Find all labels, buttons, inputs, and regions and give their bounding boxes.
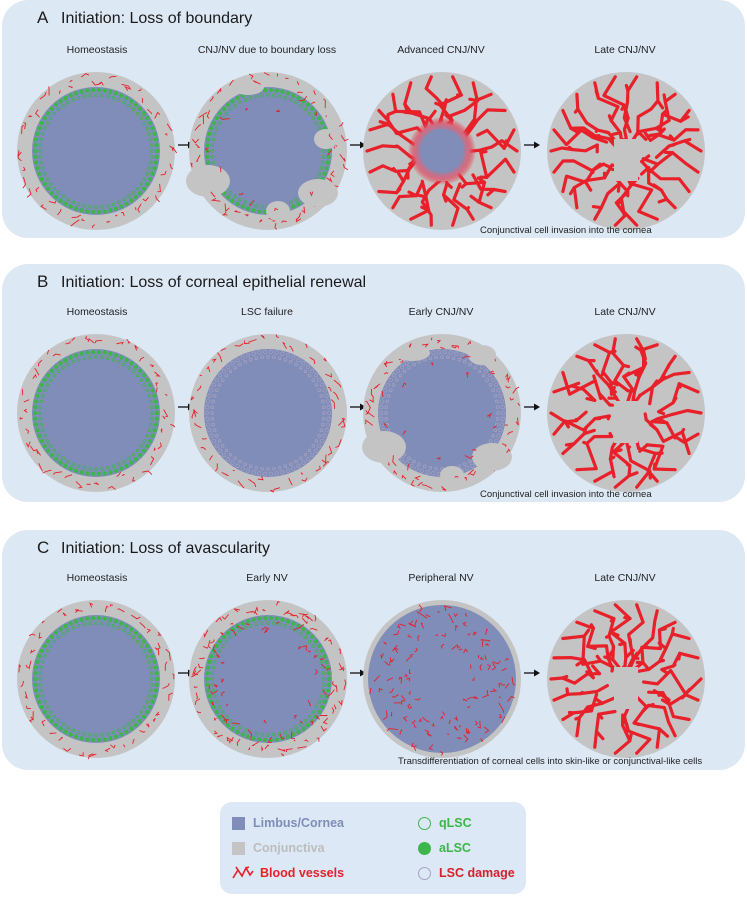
panel-c-stage-1-label: Homeostasis: [66, 572, 128, 584]
central-clear-area: [614, 667, 638, 709]
arrow-icon: [534, 403, 540, 411]
arrow-icon: [534, 669, 540, 677]
peripheral-nv-cornea: [368, 605, 516, 753]
alsc-ring: [32, 349, 160, 477]
limbus-swatch: [232, 816, 245, 830]
stage3-invading-vessels: [365, 343, 514, 481]
panel-c-stage-2-label: Early NV: [246, 572, 288, 584]
legend-alsc: aLSC: [418, 841, 471, 855]
late-vessel-network: [549, 337, 703, 489]
central-cornea: [44, 99, 148, 203]
stage2-invading-vessels: [202, 80, 333, 223]
panel-b-stage-1-label: Homeostasis: [66, 306, 128, 318]
stage2-vessels: [191, 601, 347, 757]
panel-c-stage-4-label: Late CNJ/NV: [594, 572, 656, 584]
legend-qlsc-label: qLSC: [439, 816, 472, 830]
legend-damage: LSC damage: [418, 866, 515, 880]
panel-a-heading: A Initiation: Loss of boundary: [37, 8, 252, 28]
panel-b-stage-3-label: Early CNJ/NV: [408, 306, 474, 318]
panel-b-letter: B: [37, 272, 49, 291]
alsc-icon: [418, 841, 431, 855]
lsc-damage-icon: [418, 866, 431, 880]
panel-a-stage-2-label: CNJ/NV due to boundary loss: [197, 44, 337, 56]
arrow-icon: [360, 141, 366, 149]
central-clear-area: [614, 139, 638, 181]
panel-b-stage-2-label: LSC failure: [241, 306, 293, 318]
stage3-cornea: [378, 349, 506, 477]
legend-limbus: Limbus/Cornea: [232, 816, 344, 830]
panel-c-title: Initiation: Loss of avascularity: [61, 540, 270, 557]
panel-a-stage-3-label: Advanced CNJ/NV: [397, 44, 485, 56]
qlsc-ring: [38, 621, 154, 737]
panel-c-caption: Transdifferentiation of corneal cells in…: [398, 756, 703, 767]
homeostasis-vessels: [18, 602, 175, 760]
legend-qlsc: qLSC: [418, 816, 472, 830]
arrow-icon: [360, 669, 366, 677]
late-vessel-network: [549, 75, 703, 227]
stage3-invasion: [362, 345, 512, 484]
legend-box: Limbus/Cornea Conjunctiva Blood vessels …: [220, 802, 526, 894]
panel-a-stage-4-label: Late CNJ/NV: [594, 44, 656, 56]
damaged-lsc-ring-outer: [204, 349, 332, 477]
residual-cornea: [420, 129, 464, 173]
stage2-qlsc-ring: [210, 621, 326, 737]
central-cornea: [44, 361, 148, 465]
homeostasis-vessels: [17, 73, 178, 228]
panel-a-letter: A: [37, 8, 49, 27]
panel-b-heading: B Initiation: Loss of corneal epithelial …: [37, 272, 366, 292]
legend-vessels: Blood vessels: [232, 866, 344, 880]
blood-vessel-icon: [232, 866, 254, 879]
arrow-icon: [360, 403, 366, 411]
arrow-icon: [534, 141, 540, 149]
stage2-cornea: [204, 349, 332, 477]
alsc-ring: [32, 615, 160, 743]
eye-diagrams: [17, 72, 705, 760]
legend-damage-label: LSC damage: [439, 866, 515, 880]
stage2-vessels: [190, 334, 346, 493]
panel-a-stage-1-label: Homeostasis: [66, 44, 128, 56]
central-clear-area: [614, 401, 638, 443]
panel-c-stage-3-label: Peripheral NV: [408, 572, 474, 584]
eye-scene-layer: [17, 72, 705, 760]
qlsc-ring: [38, 93, 154, 209]
stage2-central-cornea: [216, 99, 320, 203]
conjunctiva-swatch: [232, 841, 245, 855]
panel-a-title: Initiation: Loss of boundary: [61, 10, 253, 27]
qlsc-ring: [38, 355, 154, 471]
legend-limbus-label: Limbus/Cornea: [253, 816, 344, 830]
panel-b-caption: Conjunctival cell invasion into the corn…: [480, 489, 652, 500]
stage2-invasion: [186, 79, 338, 221]
legend-conjunctiva-label: Conjunctiva: [253, 841, 325, 855]
damaged-lsc-ring-inner: [210, 355, 326, 471]
peripheral-nv-vessels: [369, 604, 516, 756]
panel-c-letter: C: [37, 538, 50, 557]
alsc-ring: [32, 87, 160, 215]
legend-conjunctiva: Conjunctiva: [232, 841, 325, 855]
qlsc-icon: [418, 816, 431, 830]
legend-vessels-label: Blood vessels: [260, 866, 345, 880]
panel-b-title: Initiation: Loss of corneal epithelial r…: [61, 274, 367, 291]
stage2-cornea: [204, 615, 332, 743]
panel-a-caption: Conjunctival cell invasion into the corn…: [480, 225, 652, 236]
central-cornea: [44, 627, 148, 731]
early-nv-vessels: [193, 610, 337, 752]
legend-alsc-label: aLSC: [439, 841, 471, 855]
homeostasis-vessels: [19, 336, 176, 491]
stage2-alsc-ring: [204, 615, 332, 743]
panel-c-heading: C Initiation: Loss of avascularity: [37, 538, 270, 558]
panel-b-stage-4-label: Late CNJ/NV: [594, 306, 656, 318]
